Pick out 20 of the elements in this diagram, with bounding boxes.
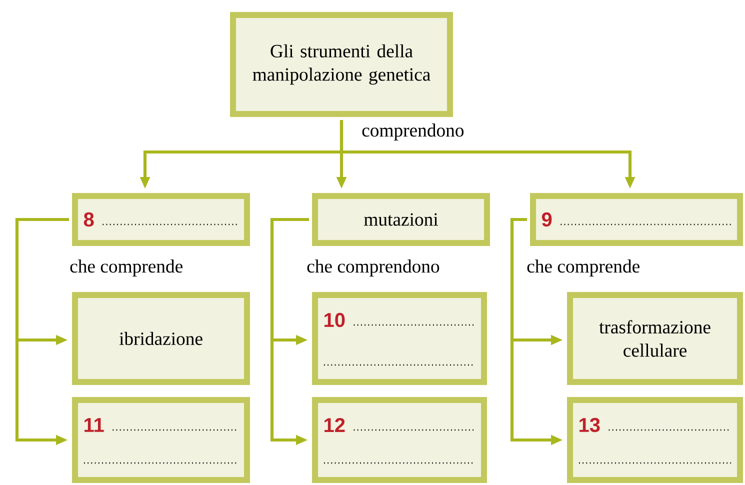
concept-box: mutazioni: [312, 193, 490, 246]
edge-label: comprendono: [362, 124, 464, 140]
question-number: 10: [324, 312, 345, 328]
answer-box: [567, 397, 743, 483]
question-number: 13: [580, 418, 600, 432]
answer-box: [312, 397, 487, 483]
question-number: 8: [84, 212, 94, 227]
concept-box: ibridazione: [72, 292, 250, 385]
concept-box: trasformazione cellulare: [567, 292, 743, 385]
connector-caption: che comprende: [70, 260, 182, 276]
concept-box: Gli strumenti della manipolazione genetica: [230, 12, 453, 117]
answer-box: [312, 292, 487, 385]
connector-caption: che comprendono: [307, 260, 440, 276]
answer-box: [72, 193, 250, 246]
question-number: 11: [84, 418, 104, 432]
connector-caption: che comprende: [527, 260, 640, 276]
question-number: 9: [542, 212, 552, 227]
answer-box: [530, 193, 743, 246]
answer-box: [72, 397, 250, 483]
question-number: 12: [324, 418, 345, 432]
